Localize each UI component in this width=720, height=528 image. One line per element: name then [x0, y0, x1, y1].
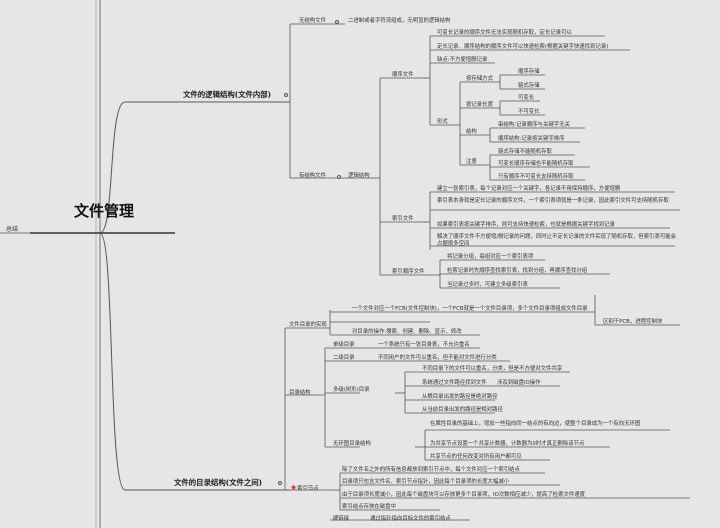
- multi-level-item: 不同目录下的文件可以重名，分类，但是不方便对文件共享: [422, 366, 563, 372]
- unstructured-file-desc: 二进制或者字符流组成，无明显的逻辑结构: [348, 18, 451, 24]
- multi-level-item: 从根目录出发的路径是绝对路径: [422, 394, 498, 400]
- hard-link-label[interactable]: 硬链接: [333, 516, 350, 522]
- storage-option: 链式存储: [518, 83, 540, 89]
- index-node-label[interactable]: ★索引节点: [290, 483, 319, 493]
- structure-option: 顺序结构:记录按关键字排序: [498, 136, 565, 142]
- index-node-item: 索引结点存放在磁盘中: [342, 504, 396, 510]
- logical-structure-sub-label[interactable]: 逻辑结构: [348, 173, 370, 179]
- root-node-title[interactable]: 文件管理: [74, 202, 135, 220]
- collapse-toggle-icon[interactable]: [335, 20, 339, 24]
- length-option: 可变长: [518, 95, 535, 101]
- directory-structure-title[interactable]: 文件的目录结构(文件之间): [174, 478, 263, 487]
- note-item: 只有顺序不可变长支持随机存取: [498, 174, 574, 180]
- directory-impl-label[interactable]: 文件目录的实现: [289, 322, 327, 328]
- sequential-item: 可变长记录的顺序文件无法实现随机存取，定长记录可以: [437, 30, 572, 36]
- multi-level-aside: 涉及到磁盘IO操作: [497, 380, 541, 386]
- single-level-label[interactable]: 单级目录: [333, 342, 355, 348]
- index-item: 解决了顺序文件不方便增/删记录的问题，同时让不定长记录的文件实现了随机存取，但索…: [437, 234, 677, 247]
- index-node-item: 除了文件名之外的所有信息都放到索引节点中，每个文件对应一个索引结点: [342, 467, 520, 473]
- indexed-seq-item: 当记录过多时，可建立多级索引表: [447, 282, 528, 288]
- forms-label[interactable]: 形式: [437, 119, 448, 125]
- index-node-item: 目录项只包含文件名、索引节点指针，因此每个目录项的长度大幅减小: [342, 479, 510, 485]
- structure-label[interactable]: 结构: [466, 129, 477, 135]
- collapse-toggle-icon[interactable]: [278, 481, 282, 485]
- storage-option: 顺序存储: [518, 69, 540, 75]
- sequential-file-label[interactable]: 顺序文件: [392, 72, 414, 78]
- hard-link-desc: 通过指针指向目标文件的索引结点: [370, 516, 451, 522]
- multi-level-item: 从当前目录出发的路径是相对路径: [422, 407, 503, 413]
- directory-structure-label[interactable]: 目录结构: [289, 390, 311, 396]
- indexed-sequential-label[interactable]: 索引顺序文件: [392, 269, 425, 275]
- acyclic-item: 为共享节点设置一个共享计数器，计数器为0时才真正删除该节点: [430, 441, 585, 447]
- single-level-desc: 一个系统只有一张目录表，不允许重名: [378, 342, 470, 348]
- structured-file-label[interactable]: 有结构文件: [299, 173, 326, 179]
- acyclic-item: 共享节点的任何改变对所有用户都可见: [430, 454, 522, 460]
- note-item: 链式存储不能随机存取: [498, 149, 552, 155]
- directory-impl-aside: 区别于PCB，进程控制块: [603, 319, 663, 325]
- multi-level-label[interactable]: 多级(树形)目录: [333, 387, 370, 393]
- multi-level-item: 系统通过文件路径找到文件: [422, 380, 487, 386]
- sequential-item: 缺点:不方便增删记录: [437, 57, 488, 63]
- two-level-label[interactable]: 二级目录: [333, 355, 355, 361]
- summary-label[interactable]: 总结: [6, 226, 19, 233]
- collapse-toggle-icon[interactable]: [337, 175, 341, 179]
- acyclic-graph-label[interactable]: 无环图目录结构: [333, 441, 371, 447]
- record-length-label[interactable]: 按记录长度: [466, 102, 493, 108]
- logical-structure-title[interactable]: 文件的逻辑结构(文件内部): [183, 90, 272, 99]
- sequential-item: 定长记录、顺序结构的顺序文件可以快速检索(根据关键字快速找到记录): [437, 44, 609, 50]
- indexed-seq-item: 检索记录时先顺序查找索引表，找到分组，再顺序查找分组: [447, 268, 588, 274]
- collapse-toggle-icon[interactable]: [284, 93, 288, 97]
- unstructured-file-label[interactable]: 无结构文件: [299, 18, 326, 24]
- two-level-desc: 不同用户的文件可以重名，但不能对文件进行分类: [378, 355, 497, 361]
- length-option: 不可变长: [518, 109, 540, 115]
- note-item: 可变长顺序存储也不能随机存取: [498, 161, 574, 167]
- acyclic-item: 在属性目录的基础上，增加一些指向同一结点的有向边，使整个目录成为一个有向无环图: [430, 421, 641, 427]
- directory-impl-desc: 一个文件对应一个FCB(文件控制块)，一个FCB就是一个文件目录项，多个文件目录…: [352, 306, 588, 312]
- storage-method-label[interactable]: 按存储方式: [466, 76, 493, 82]
- structure-option: 串结构:记录顺序与关键字无关: [498, 122, 570, 128]
- index-file-label[interactable]: 索引文件: [392, 216, 414, 222]
- notes-label[interactable]: 注意: [466, 159, 477, 165]
- star-icon: ★: [290, 483, 298, 492]
- index-item: 建立一张索引表，每个记录对应一个关键字，各记录不用保持顺序，方便增删: [437, 186, 621, 192]
- index-item: 如果索引表按关键字排序，则可支持快速检索，也就是根据关键字找到记录: [437, 222, 615, 228]
- directory-ops: 对目录的操作:搜索、创建、删除、显示、修改: [352, 329, 462, 335]
- indexed-seq-item: 将记录分组，每组对应一个索引表项: [447, 254, 534, 260]
- index-item: 索引表本身就是定长记录的顺序文件，一个索引表项就是一条记录，因此索引文件可支持随…: [437, 198, 669, 204]
- index-node-item: 由于目录项长度减小，因此每个磁盘块可以存放更多个目录项，IO次数相应减少，提高了…: [342, 492, 586, 498]
